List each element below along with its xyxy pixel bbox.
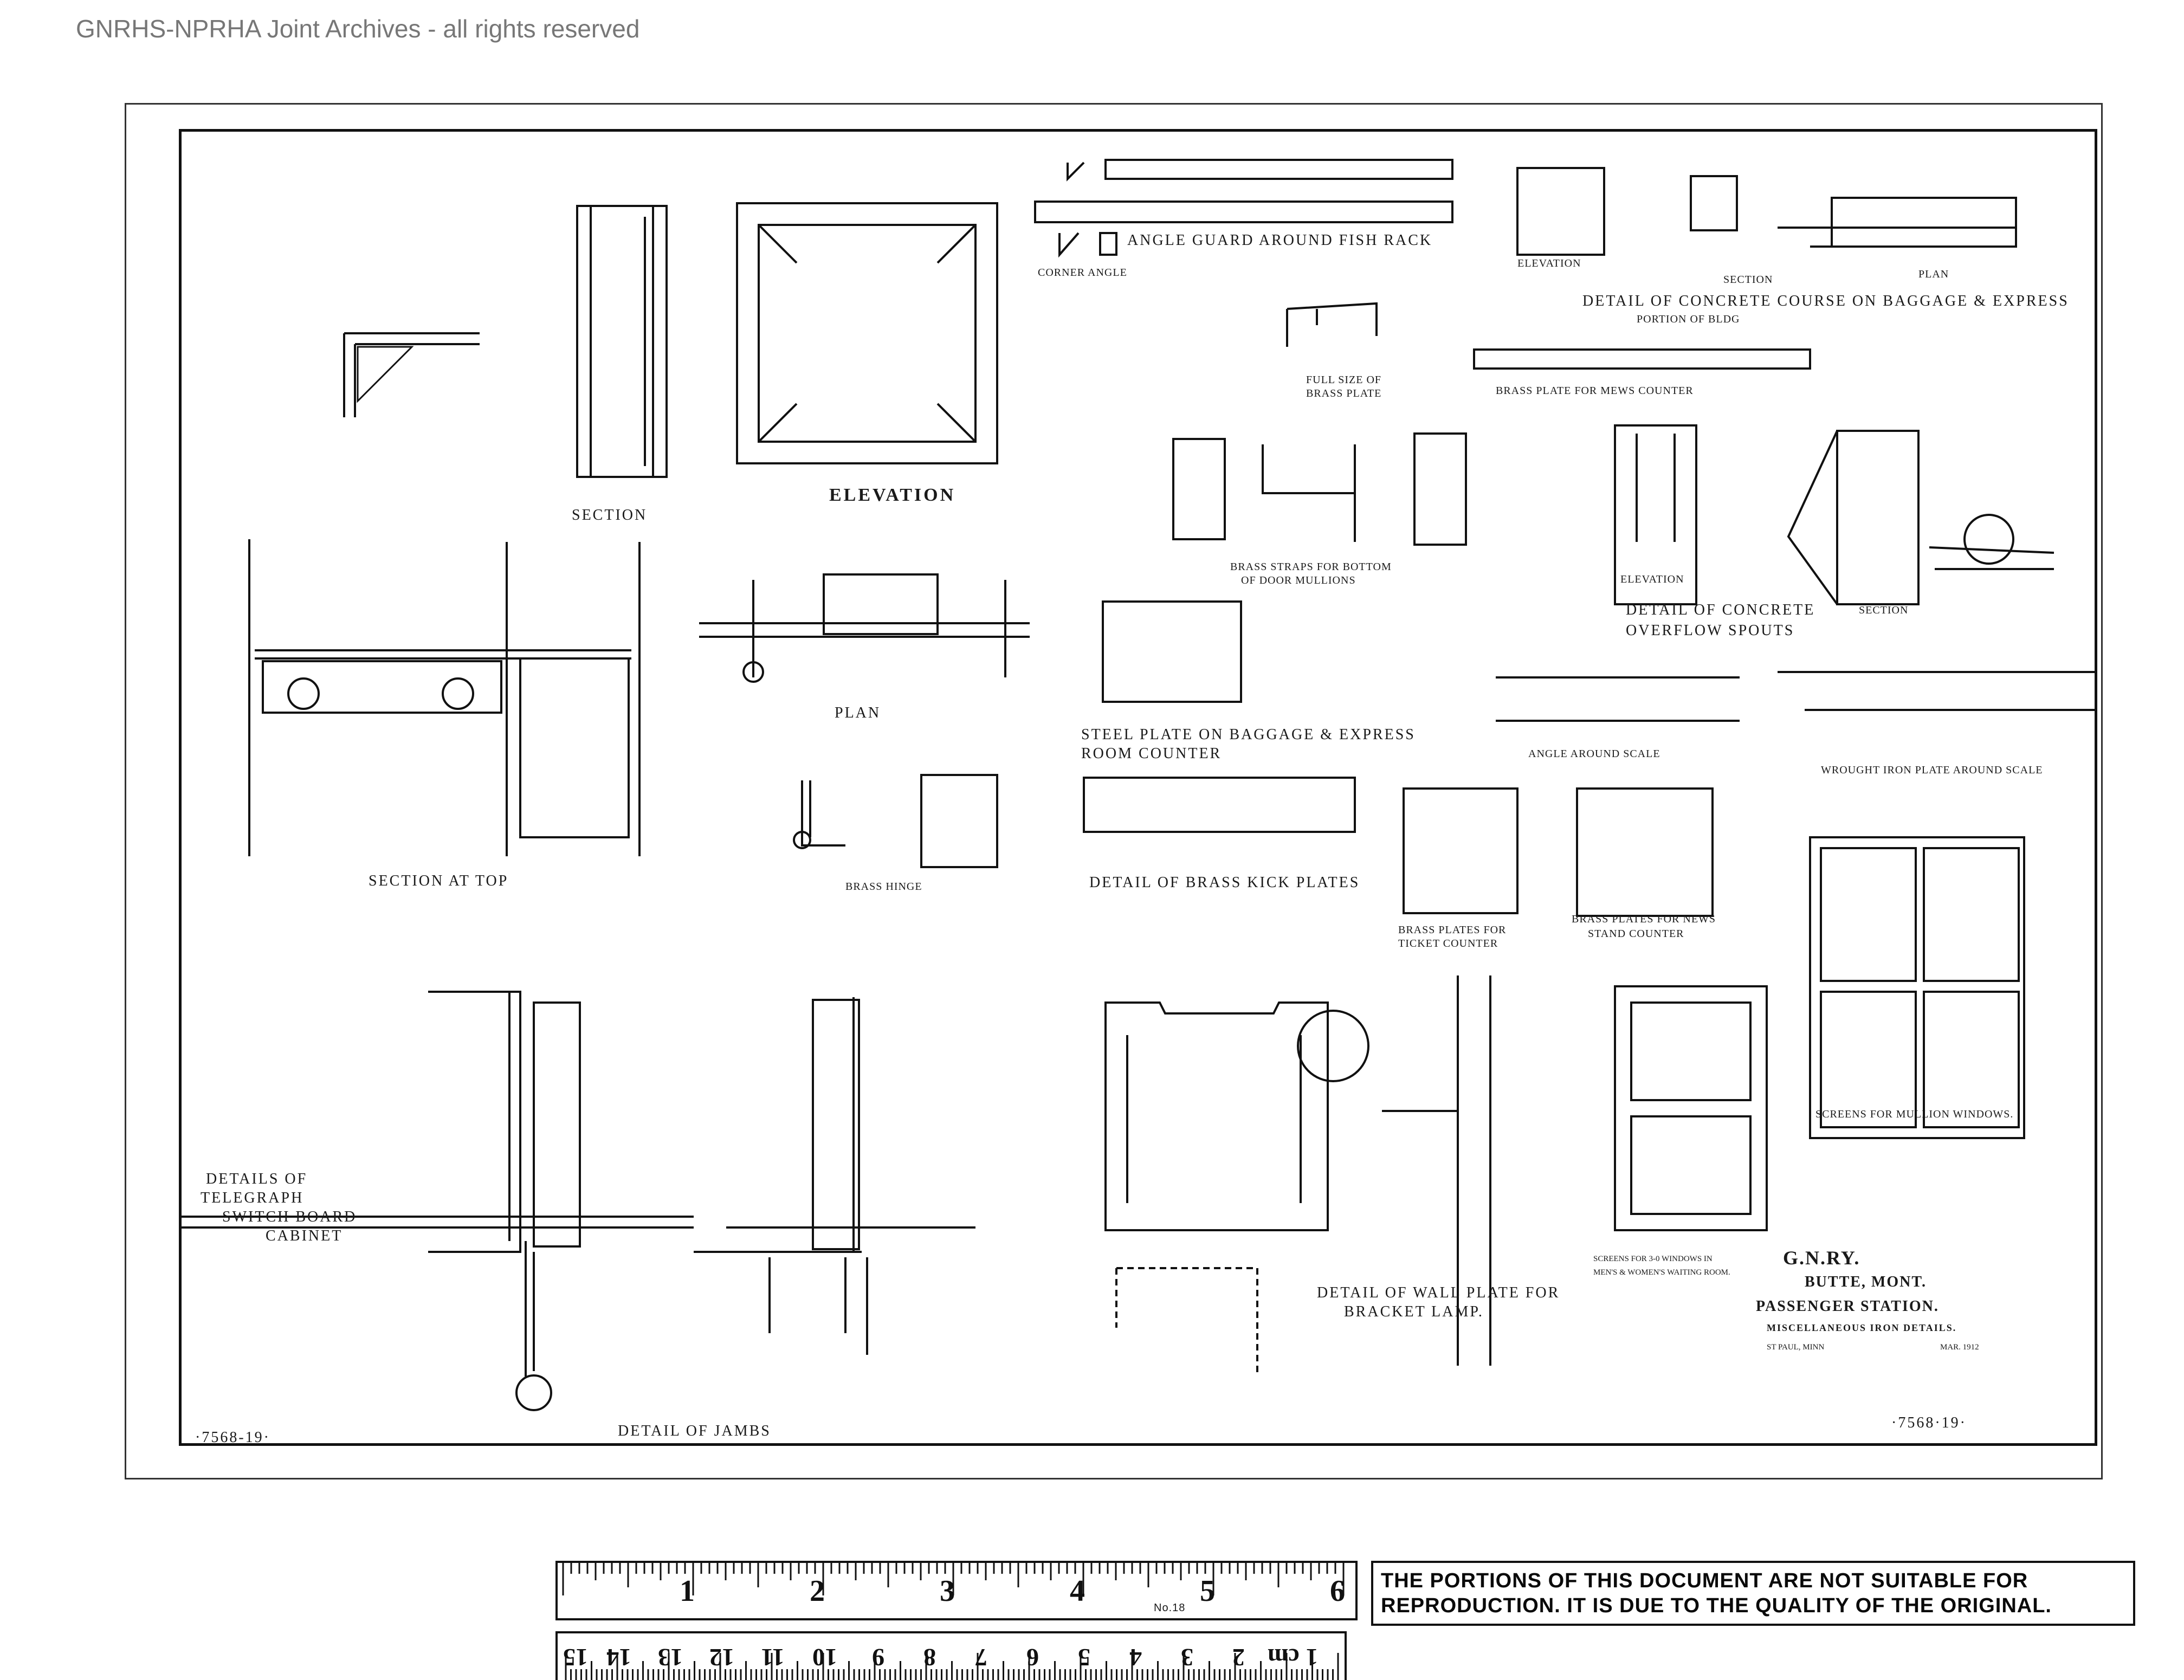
ruler-inch-4: 4 [1070,1574,1085,1608]
ruler-cm-14: 14 [606,1644,631,1671]
ruler-inch-3: 3 [940,1574,955,1608]
label-elevation-spout: ELEVATION [1620,573,1684,585]
label-telegraph: TELEGRAPH [201,1190,304,1206]
label-brass-plate-small: BRASS PLATE [1306,387,1382,399]
label-angle-guard: ANGLE GUARD AROUND FISH RACK [1127,232,1433,249]
label-waiting-room: MEN'S & WOMEN'S WAITING ROOM. [1593,1268,1730,1277]
ruler-cm-11: 11 [761,1644,785,1671]
title-subject: MISCELLANEOUS IRON DETAILS. [1767,1322,1957,1333]
label-brass-hinge: BRASS HINGE [845,881,922,893]
ruler-cm-7: 7 [975,1644,987,1671]
ruler-cm-1: 1 cm [1268,1644,1319,1671]
title-office: ST PAUL, MINN [1767,1343,1825,1352]
label-steel-plate: STEEL PLATE ON BAGGAGE & EXPRESS [1081,726,1416,743]
label-wrought-iron-plate: WROUGHT IRON PLATE AROUND SCALE [1821,764,2043,776]
label-section-concrete: SECTION [1723,274,1773,286]
ruler-cm-13: 13 [658,1644,683,1671]
drawing-border [179,129,2097,1446]
ruler-cm-8: 8 [923,1644,936,1671]
ruler-cm-6: 6 [1026,1644,1039,1671]
label-brass-plates-ticket: BRASS PLATES FOR [1398,924,1507,936]
label-room-counter: ROOM COUNTER [1081,745,1222,762]
ruler-cm-12: 12 [709,1644,734,1671]
label-bracket-lamp: BRACKET LAMP. [1344,1303,1484,1320]
title-date: MAR. 1912 [1940,1343,1979,1352]
label-detail-jambs: DETAIL OF JAMBS [618,1423,771,1439]
label-portion-bldg: PORTION OF BLDG [1637,313,1740,325]
label-corner-angle: CORNER ANGLE [1038,267,1127,279]
ruler-cm-3: 3 [1181,1644,1193,1671]
label-section-at-top: SECTION AT TOP [369,873,509,889]
ruler-inch-5: 5 [1200,1574,1215,1608]
label-switch-board: SWITCH BOARD [222,1209,357,1225]
drawing-number-right: ·7568·19· [1891,1414,1967,1431]
label-brass-plates-news: BRASS PLATES FOR NEWS [1572,913,1716,925]
label-detail-kick-plates: DETAIL OF BRASS KICK PLATES [1089,874,1360,891]
label-ticket-counter: TICKET COUNTER [1398,938,1498,949]
label-elevation-concrete: ELEVATION [1517,257,1581,269]
label-plan-mid: PLAN [835,705,881,721]
label-cabinet: CABINET [266,1227,343,1244]
ruler-cm-9: 9 [872,1644,884,1671]
quality-notice-text: THE PORTIONS OF THIS DOCUMENT ARE NOT SU… [1381,1569,2052,1617]
label-detail-concrete-course: DETAIL OF CONCRETE COURSE ON BAGGAGE & E… [1582,293,2069,309]
label-brass-straps: BRASS STRAPS FOR BOTTOM [1230,561,1392,573]
label-angle-around-scale: ANGLE AROUND SCALE [1528,748,1660,760]
title-building: PASSENGER STATION. [1756,1298,1939,1315]
cm-ruler-ticks [565,1653,1339,1680]
label-detail-wall-plate: DETAIL OF WALL PLATE FOR [1317,1284,1560,1301]
label-details-telegraph: DETAILS OF [206,1171,308,1187]
label-detail-concrete-spouts: DETAIL OF CONCRETE [1626,602,1815,618]
label-door-mullions: OF DOOR MULLIONS [1241,574,1356,586]
label-full-size-brass: FULL SIZE OF [1306,374,1382,386]
ruler-cm-10: 10 [812,1644,837,1671]
ruler-inch-2: 2 [810,1574,825,1608]
ruler-caption: No.18 [1154,1602,1186,1614]
ruler-cm-4: 4 [1129,1644,1142,1671]
cm-ruler: 1 cm 2 3 4 5 6 7 8 9 10 11 12 13 14 15 [555,1631,1347,1680]
label-screens-windows: SCREENS FOR 3-0 WINDOWS IN [1593,1255,1713,1263]
inch-ruler-ticks [562,1563,1345,1595]
label-section-top: SECTION [572,507,648,524]
ruler-cm-2: 2 [1232,1644,1245,1671]
sheet-outer-border [125,103,2103,1479]
label-stand-counter: STAND COUNTER [1588,928,1684,940]
quality-notice: THE PORTIONS OF THIS DOCUMENT ARE NOT SU… [1371,1561,2135,1626]
ruler-cm-5: 5 [1078,1644,1090,1671]
label-overflow-spouts: OVERFLOW SPOUTS [1626,622,1795,639]
label-section-spout: SECTION [1859,604,1909,616]
label-elevation-frame: ELEVATION [829,485,956,505]
inch-ruler: 1 2 3 4 5 6 No.18 [555,1561,1358,1620]
ruler-inch-6: 6 [1330,1574,1345,1608]
label-plan-concrete: PLAN [1918,268,1949,280]
ruler-inch-1: 1 [680,1574,695,1608]
ruler-cm-15: 15 [563,1644,588,1671]
label-screens-mullion: SCREENS FOR MULLION WINDOWS. [1815,1108,2014,1120]
drawing-number-left: ·7568-19· [195,1429,270,1446]
label-brass-plate-mews: BRASS PLATE FOR MEWS COUNTER [1496,385,1694,397]
title-location: BUTTE, MONT. [1805,1274,1927,1290]
title-railway: G.N.RY. [1783,1247,1860,1269]
archive-watermark: GNRHS-NPRHA Joint Archives - all rights … [76,15,640,43]
